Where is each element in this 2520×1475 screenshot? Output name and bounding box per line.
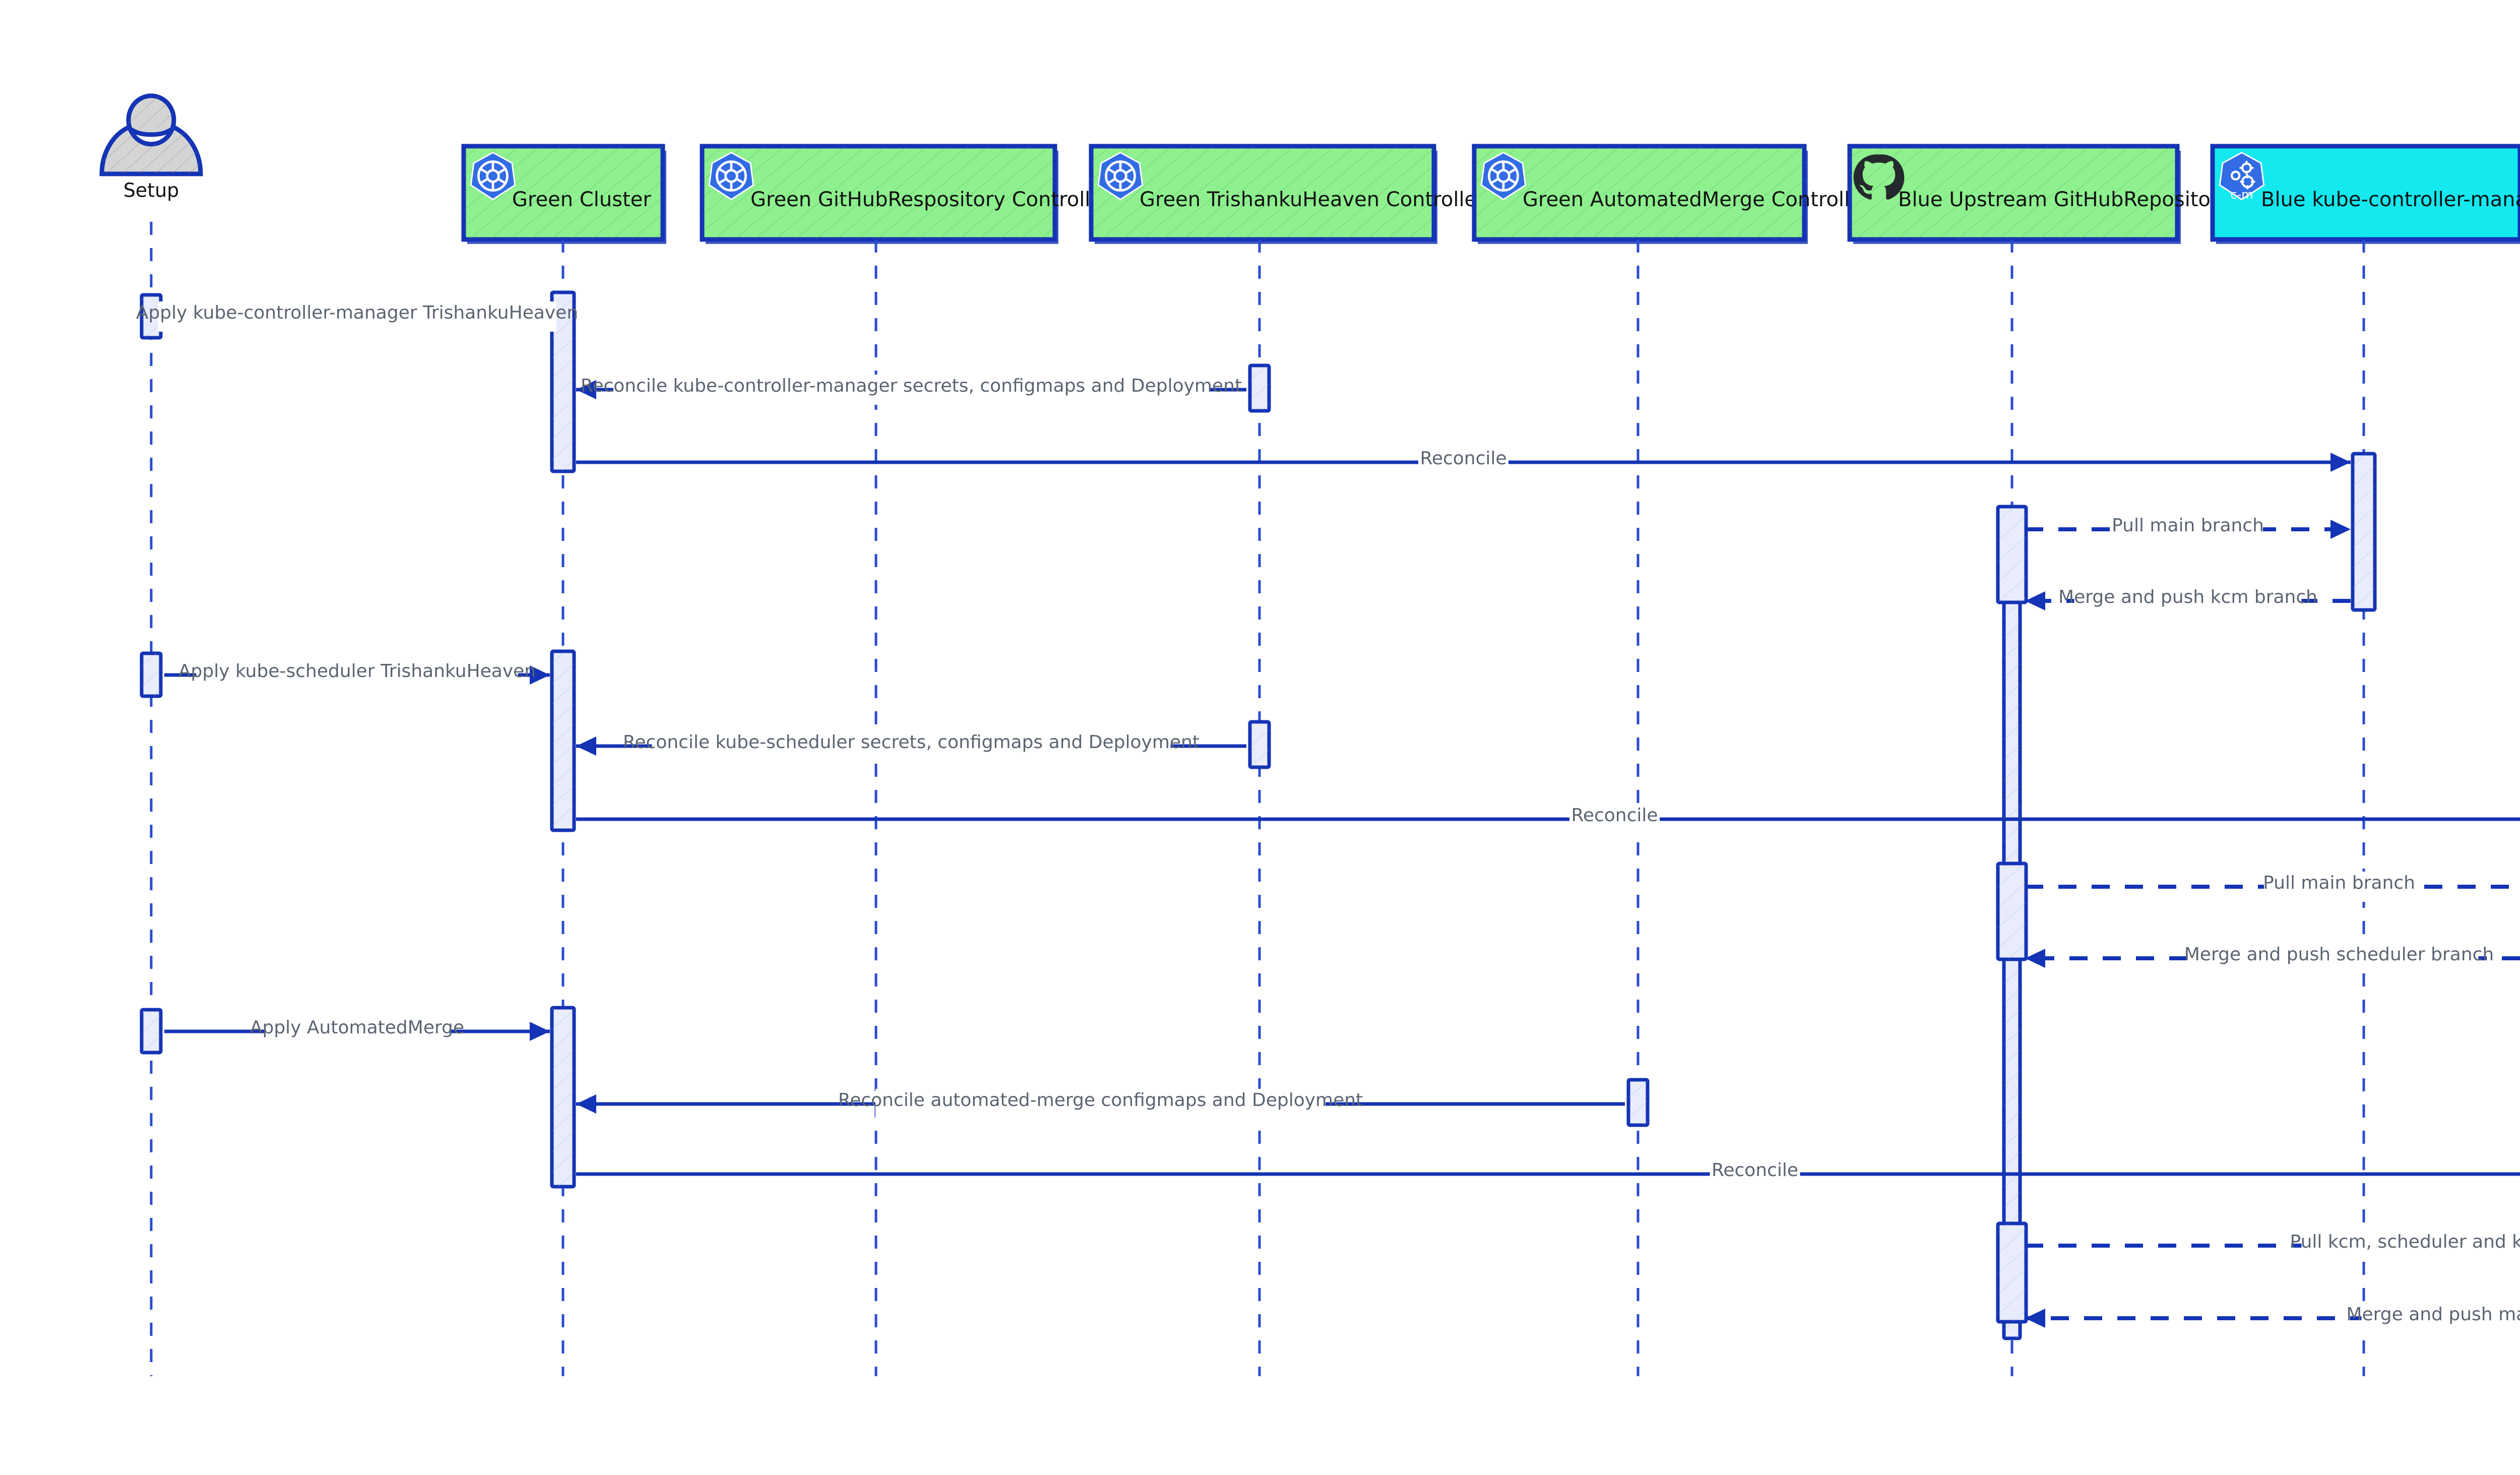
message-label: Reconcile automated-merge configmaps and… bbox=[838, 1090, 1363, 1111]
message-label: Apply kube-scheduler TrishankuHeaven bbox=[178, 661, 536, 682]
message-arrowhead bbox=[530, 665, 550, 685]
message: Reconcile bbox=[576, 1159, 2520, 1189]
messages-layer: Apply kube-controller-manager TrishankuH… bbox=[136, 301, 2520, 1333]
message-label: Reconcile kube-scheduler secrets, config… bbox=[623, 732, 1200, 753]
participant-box[interactable]: Green AutomatedMerge Controller bbox=[1472, 144, 1871, 244]
message-arrowhead bbox=[2025, 591, 2045, 610]
trishanku-controller-activation-2 bbox=[1248, 720, 1271, 769]
message-arrowhead bbox=[530, 1022, 550, 1041]
github-repo-activation-kcm bbox=[1996, 505, 2028, 604]
message-label: Reconcile bbox=[1712, 1160, 1798, 1181]
lifelines-layer bbox=[150, 222, 2365, 1376]
message: Reconcile bbox=[576, 804, 2520, 834]
message: Apply AutomatedMerge bbox=[164, 1016, 550, 1047]
message: Merge and push main branch bbox=[2025, 1303, 2520, 1333]
participant-label: Blue Upstream GitHubRepository bbox=[1898, 188, 2231, 211]
message: Reconcile bbox=[576, 447, 2351, 477]
message-label: Pull kcm, scheduler and kubelet branches bbox=[2290, 1232, 2520, 1252]
participant-label: Green AutomatedMerge Controller bbox=[1523, 188, 1871, 211]
setup-activation-2 bbox=[140, 651, 163, 698]
green-cluster-activation-2 bbox=[550, 649, 576, 832]
automatedmerge-controller-activation-1 bbox=[1626, 1078, 1650, 1127]
message-label: Reconcile bbox=[1571, 805, 1658, 826]
participant-box[interactable]: Green GitHubRespository Controller bbox=[700, 144, 1111, 244]
participant-box[interactable]: c-m Blue kube-controller-manager bbox=[2210, 144, 2520, 244]
github-repo-activation-merge bbox=[1996, 1221, 2028, 1324]
message: Reconcile kube-scheduler secrets, config… bbox=[576, 731, 1246, 761]
green-cluster-activation-3 bbox=[550, 1006, 576, 1189]
message-arrowhead bbox=[2330, 453, 2351, 472]
message-label: Pull main branch bbox=[2112, 515, 2264, 536]
actor-layer: Setup bbox=[99, 93, 203, 202]
participant-box[interactable]: Blue Upstream GitHubRepository bbox=[1847, 144, 2231, 244]
message: Reconcile automated-merge configmaps and… bbox=[576, 1089, 1625, 1119]
kcm-activation bbox=[2351, 452, 2377, 612]
message-arrowhead bbox=[2025, 949, 2045, 968]
message: Pull main branch bbox=[2025, 872, 2520, 902]
participant-boxes-layer: Green Cluster Green GitHubRespository Con… bbox=[461, 144, 2520, 244]
message: Apply kube-scheduler TrishankuHeaven bbox=[164, 660, 550, 690]
message: Pull main branch bbox=[2025, 514, 2351, 544]
message: Reconcile kube-controller-manager secret… bbox=[576, 375, 1246, 405]
message: Pull kcm, scheduler and kubelet branches bbox=[2025, 1231, 2520, 1261]
activations-layer bbox=[140, 290, 2377, 1340]
participant-label: Green GitHubRespository Controller bbox=[750, 188, 1111, 211]
message-label: Merge and push scheduler branch bbox=[2184, 944, 2494, 965]
message: Apply kube-controller-manager TrishankuH… bbox=[136, 301, 578, 332]
message-label: Reconcile kube-controller-manager secret… bbox=[581, 376, 1242, 396]
message-label: Apply kube-controller-manager TrishankuH… bbox=[136, 302, 578, 323]
actor-label: Setup bbox=[123, 179, 179, 202]
participant-label: Green Cluster bbox=[512, 188, 651, 211]
message-arrowhead bbox=[2025, 1309, 2045, 1328]
participant-label: Blue kube-controller-manager bbox=[2261, 188, 2520, 211]
setup-activation-3 bbox=[140, 1008, 163, 1055]
actor-setup[interactable]: Setup bbox=[99, 93, 203, 202]
participant-box[interactable]: Green Cluster bbox=[461, 144, 666, 244]
participant-box[interactable]: Green TrishankuHeaven Controller bbox=[1089, 144, 1485, 244]
svg-text:c-m: c-m bbox=[2230, 188, 2253, 202]
message-label: Reconcile bbox=[1420, 448, 1506, 469]
message-arrowhead bbox=[576, 380, 596, 399]
message-arrowhead bbox=[576, 736, 596, 756]
message-label: Pull main branch bbox=[2263, 873, 2415, 893]
message-label: Merge and push main branch bbox=[2346, 1304, 2520, 1325]
message-label: Merge and push kcm branch bbox=[2058, 587, 2317, 607]
github-repo-activation-sched bbox=[1996, 862, 2028, 961]
message: Merge and push scheduler branch bbox=[2025, 943, 2520, 973]
message-arrowhead bbox=[2330, 520, 2351, 539]
trishanku-controller-activation-1 bbox=[1248, 363, 1271, 413]
message-arrowhead bbox=[576, 1094, 596, 1114]
message: Merge and push kcm branch bbox=[2025, 586, 2351, 616]
participant-box-rect bbox=[2210, 144, 2520, 242]
message-label: Apply AutomatedMerge bbox=[250, 1017, 464, 1038]
participant-label: Green TrishankuHeaven Controller bbox=[1140, 188, 1485, 211]
